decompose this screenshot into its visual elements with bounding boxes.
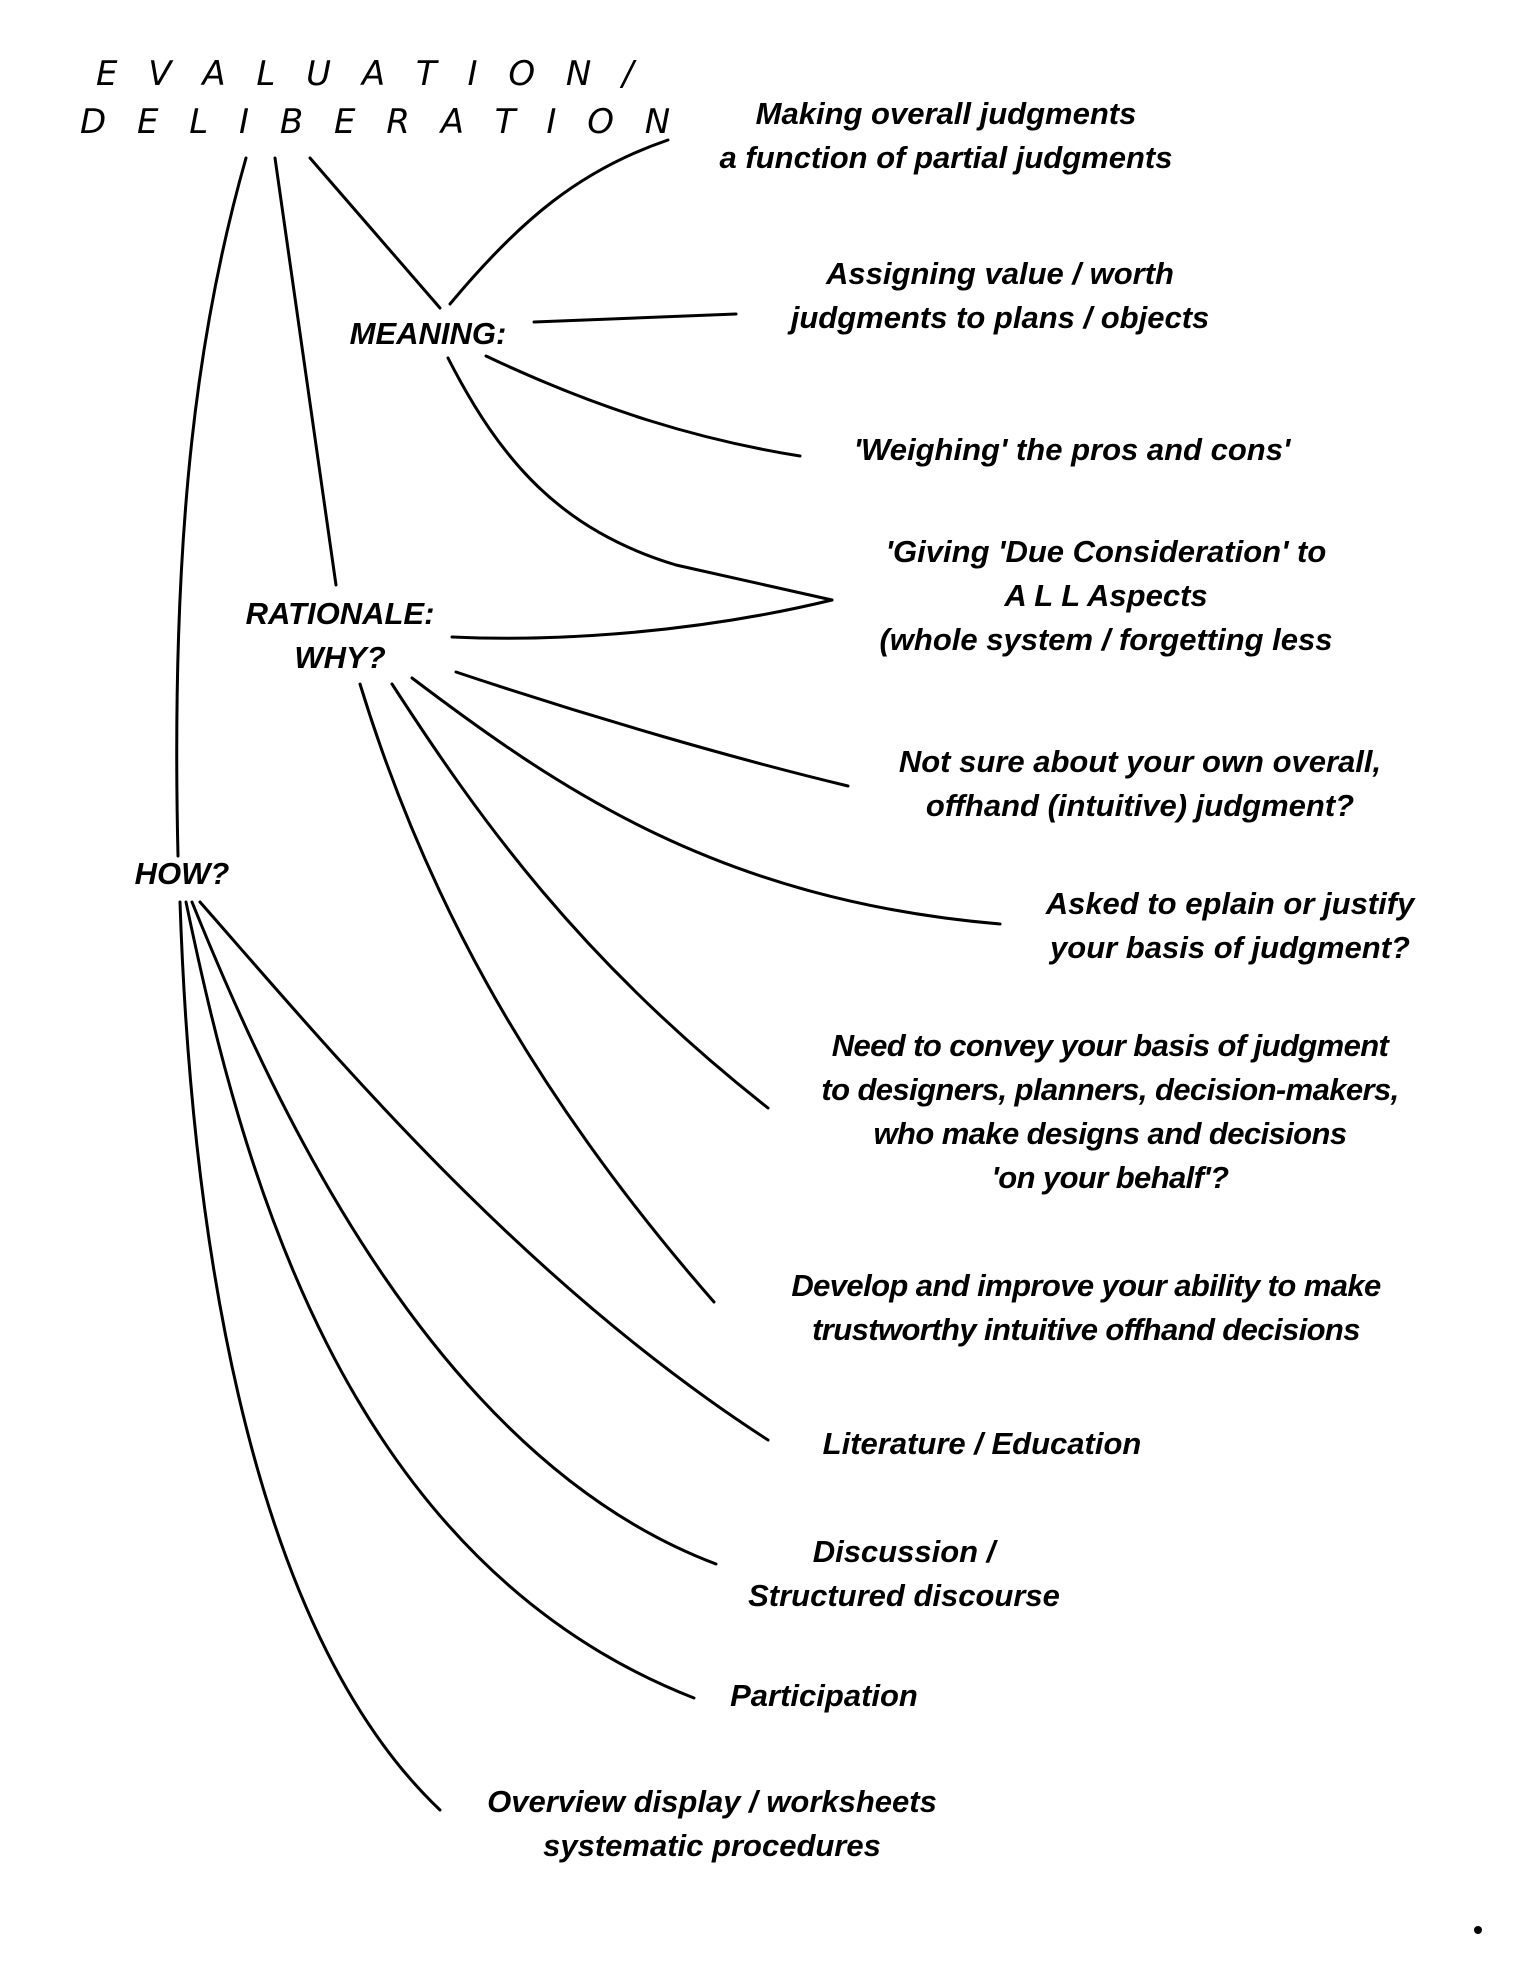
item-line: Participation: [730, 1678, 918, 1713]
meaning-item: Assigning value / worth judgments to pla…: [791, 252, 1210, 340]
item-line: (whole system / forgetting less: [879, 622, 1333, 657]
edge-how-item-1: [198, 900, 770, 1442]
rationale-label: RATIONALE:: [245, 596, 435, 631]
item-line: Overview display / worksheets: [487, 1784, 937, 1819]
item-line: Asked to eplain or justify: [1045, 886, 1415, 921]
rationale-node: RATIONALE: WHY?: [246, 592, 435, 680]
meaning-node: MEANING:: [349, 316, 507, 351]
edge-root-meaning: [308, 156, 442, 310]
item-line: Discussion /: [812, 1534, 996, 1569]
stray-dot-mark: [1474, 1926, 1482, 1934]
item-line: A L L Aspects: [1004, 578, 1208, 613]
edge-meaning-item-2: [532, 312, 738, 324]
item-line: who make designs and decisions: [873, 1116, 1348, 1151]
item-line: 'Giving 'Due Consideration' to: [885, 534, 1327, 569]
rationale-item: Not sure about your own overall, offhand…: [899, 740, 1381, 828]
how-item: Literature / Education: [823, 1422, 1142, 1466]
item-line: offhand (intuitive) judgment?: [925, 788, 1355, 823]
how-item: Participation: [730, 1674, 918, 1718]
meaning-item: 'Giving 'Due Consideration' to A L L Asp…: [879, 530, 1332, 662]
edge-rationale-item-7: [390, 682, 770, 1110]
edge-rationale-item-8: [358, 682, 716, 1304]
item-line: Making overall judgments: [755, 96, 1137, 131]
item-line: Assigning value / worth: [826, 256, 1174, 291]
how-node: HOW?: [134, 856, 230, 891]
item-line: to designers, planners, decision-makers,: [821, 1072, 1399, 1107]
why-label: WHY?: [294, 640, 386, 675]
edge-rationale-item-5: [454, 670, 850, 788]
how-item: Discussion / Structured discourse: [748, 1530, 1060, 1618]
edge-rationale-item-4: [450, 598, 834, 640]
item-line: trustworthy intuitive offhand decisions: [812, 1312, 1360, 1347]
item-line: your basis of judgment?: [1050, 930, 1410, 965]
item-line: systematic procedures: [543, 1828, 881, 1863]
root-node: E V A L U A T I O N / D E L I B E R A T …: [80, 50, 680, 146]
edge-how-item-4: [178, 900, 442, 1812]
edge-root-rationale: [273, 156, 338, 587]
item-line: Literature / Education: [822, 1426, 1142, 1461]
root-line-1: E V A L U A T I O N /: [96, 54, 644, 94]
edge-root-how: [175, 156, 248, 858]
item-line: Need to convey your basis of judgment: [831, 1028, 1389, 1063]
rationale-item: Need to convey your basis of judgment to…: [821, 1024, 1399, 1200]
meaning-item: 'Weighing' the pros and cons': [854, 428, 1291, 472]
meaning-item: Making overall judgments a function of p…: [720, 92, 1173, 180]
item-line: a function of partial judgments: [719, 140, 1173, 175]
item-line: Structured discourse: [748, 1578, 1060, 1613]
item-line: judgments to plans / objects: [790, 300, 1210, 335]
edge-meaning-item-3: [484, 354, 802, 458]
edge-meaning-item-4: [446, 356, 834, 602]
item-line: Develop and improve your ability to make: [791, 1268, 1381, 1303]
item-line: Not sure about your own overall,: [898, 744, 1382, 779]
rationale-item: Asked to eplain or justify your basis of…: [1046, 882, 1415, 970]
item-line: 'Weighing' the pros and cons': [853, 432, 1291, 467]
edge-how-item-3: [184, 900, 696, 1700]
how-item: Overview display / worksheets systematic…: [487, 1780, 937, 1868]
edge-how-item-2: [190, 900, 718, 1566]
root-line-2: D E L I B E R A T I O N: [80, 102, 681, 142]
edge-rationale-item-6: [410, 676, 1002, 926]
item-line: 'on your behalf'?: [991, 1160, 1229, 1195]
edge-meaning-item-1: [448, 138, 670, 306]
rationale-item: Develop and improve your ability to make…: [791, 1264, 1381, 1352]
